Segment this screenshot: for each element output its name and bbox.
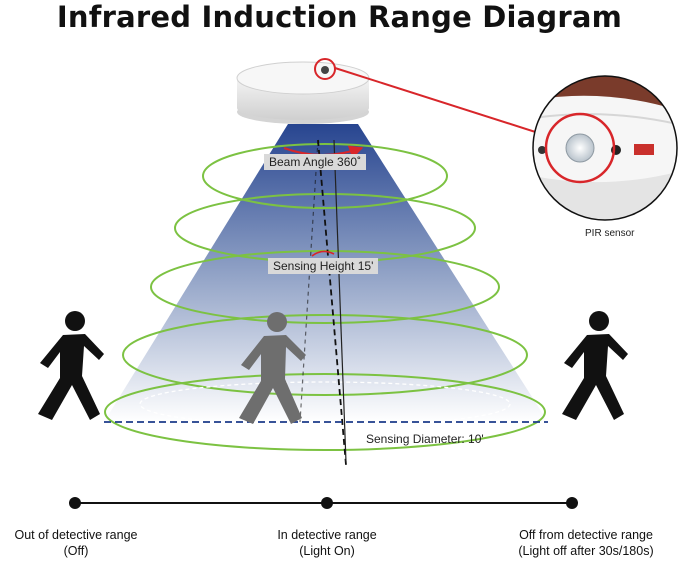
floor-area-ellipse: [139, 381, 511, 427]
state-title: Off from detective range: [519, 528, 653, 542]
state-title: Out of detective range: [14, 528, 138, 542]
timeline-dot: [321, 497, 333, 509]
sensing-ring: [202, 143, 448, 209]
height-line: [299, 139, 319, 423]
state-title: In detective range: [277, 528, 377, 542]
sensing-rings: [104, 143, 546, 451]
person-icon-leaving-range: [562, 311, 628, 420]
state-leaving-range: Off from detective range (Light off afte…: [494, 527, 678, 559]
height-angle-arc: [311, 250, 335, 257]
beam-angle-label: Beam Angle 360˚: [264, 154, 367, 170]
center-axis: [317, 139, 347, 466]
timeline-dot: [566, 497, 578, 509]
pointer-arrow: [334, 67, 550, 139]
person-icon-in-range: [239, 312, 306, 424]
state-out-of-range: Out of detective range (Off): [0, 527, 152, 559]
center-solid-line: [333, 139, 347, 463]
timeline-dot: [69, 497, 81, 509]
diagram-title: Infrared Induction Range Diagram: [56, 0, 623, 34]
pir-sensor-dot: [321, 66, 329, 74]
pir-sensor-label: PIR sensor: [585, 228, 635, 239]
sensing-ring: [104, 373, 546, 451]
sensing-ring: [122, 314, 528, 396]
sensing-height-label: Sensing Height 15': [268, 258, 379, 274]
state-status: (Light off after 30s/180s): [518, 544, 654, 558]
state-status: (Off): [63, 544, 89, 558]
state-in-range: In detective range (Light On): [252, 527, 402, 559]
person-icon-out-of-range: [38, 311, 104, 420]
pir-lens: [565, 133, 595, 163]
sensing-diameter-label: Sensing Diameter: 10': [366, 432, 484, 446]
state-status: (Light On): [299, 544, 355, 558]
pir-zoom-view: [532, 75, 678, 221]
ceiling-light: [236, 58, 370, 124]
